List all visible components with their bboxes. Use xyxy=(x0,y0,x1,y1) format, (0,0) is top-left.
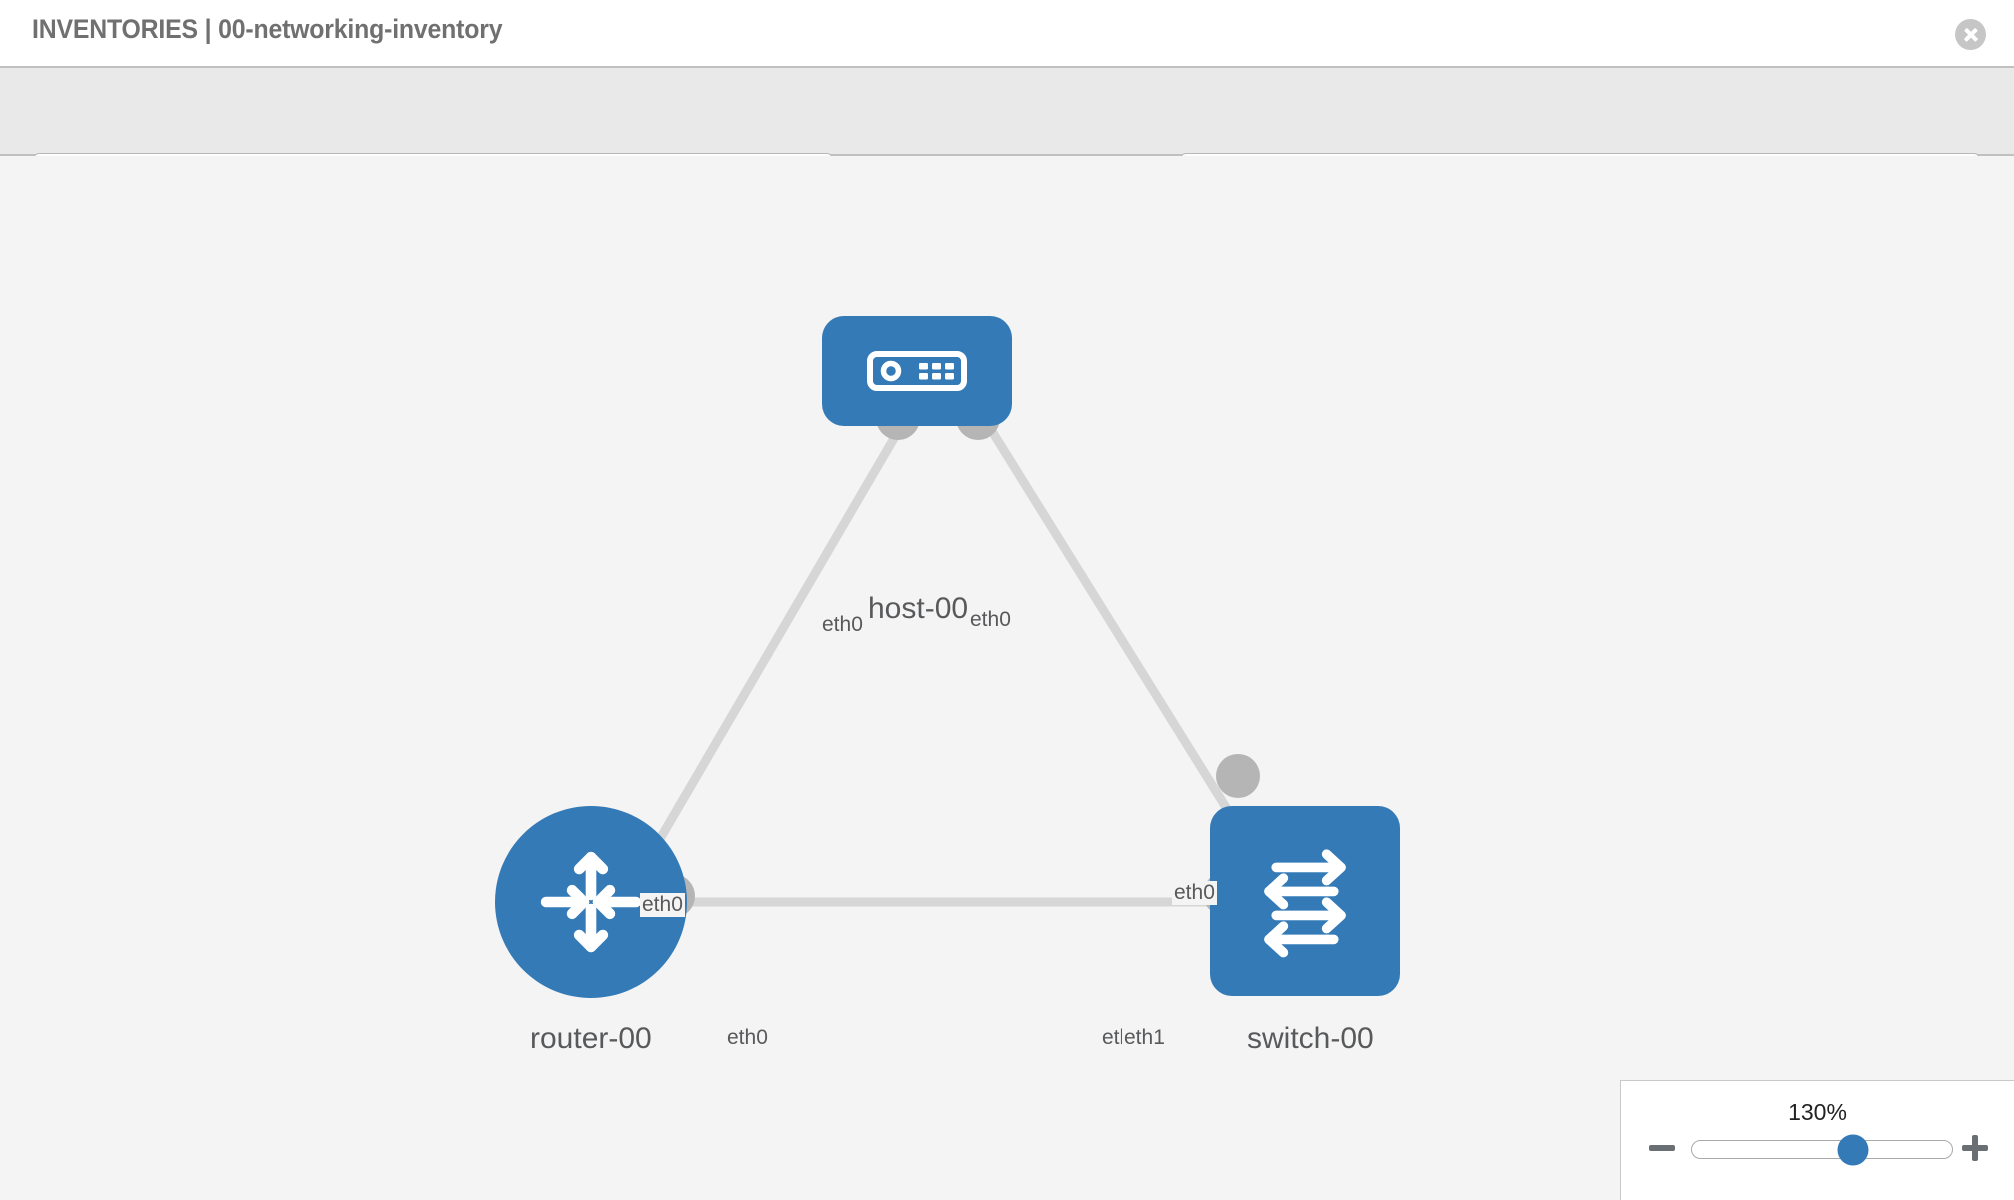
node-label-router-00: router-00 xyxy=(528,1022,654,1056)
interface-label: eth0 xyxy=(820,613,865,638)
page-header: INVENTORIES | 00-networking-inventory xyxy=(0,0,2014,68)
node-label-host-00: host-00 xyxy=(866,592,971,626)
topology-node-switch-00[interactable] xyxy=(1210,806,1400,996)
toolbar: ACTIONS SEARCH xyxy=(0,68,2014,206)
edge-host-router xyxy=(645,423,905,861)
edge-host-switch xyxy=(985,423,1255,851)
zoom-control: 130% xyxy=(1620,1080,2014,1200)
node-label-switch-00: switch-00 xyxy=(1245,1022,1376,1056)
zoom-percent-label: 130% xyxy=(1788,1099,1847,1125)
topology-canvas[interactable]: eth0 eth0 eth0 eth0 eth0 eth0 eth1 host-… xyxy=(0,156,2014,1200)
interface-label: eth0 xyxy=(1172,881,1217,906)
edge-connectors xyxy=(651,396,1260,918)
switch-arrows-icon xyxy=(1210,806,1400,996)
plus-icon[interactable] xyxy=(1958,1131,1992,1165)
minus-icon[interactable] xyxy=(1645,1131,1679,1165)
close-icon[interactable] xyxy=(1955,19,1986,50)
zoom-slider[interactable] xyxy=(1691,1134,1953,1165)
topology-node-host-00[interactable] xyxy=(822,316,1012,426)
page-title: INVENTORIES | 00-networking-inventory xyxy=(32,14,503,44)
zoom-slider-thumb[interactable] xyxy=(1837,1134,1869,1165)
topology-edges xyxy=(645,396,1260,918)
interface-label: eth1 xyxy=(1122,1026,1167,1051)
server-icon xyxy=(822,316,1012,426)
interface-label: eth0 xyxy=(725,1026,770,1051)
interface-label: eth0 xyxy=(968,608,1013,633)
interface-label: eth0 xyxy=(640,893,685,918)
